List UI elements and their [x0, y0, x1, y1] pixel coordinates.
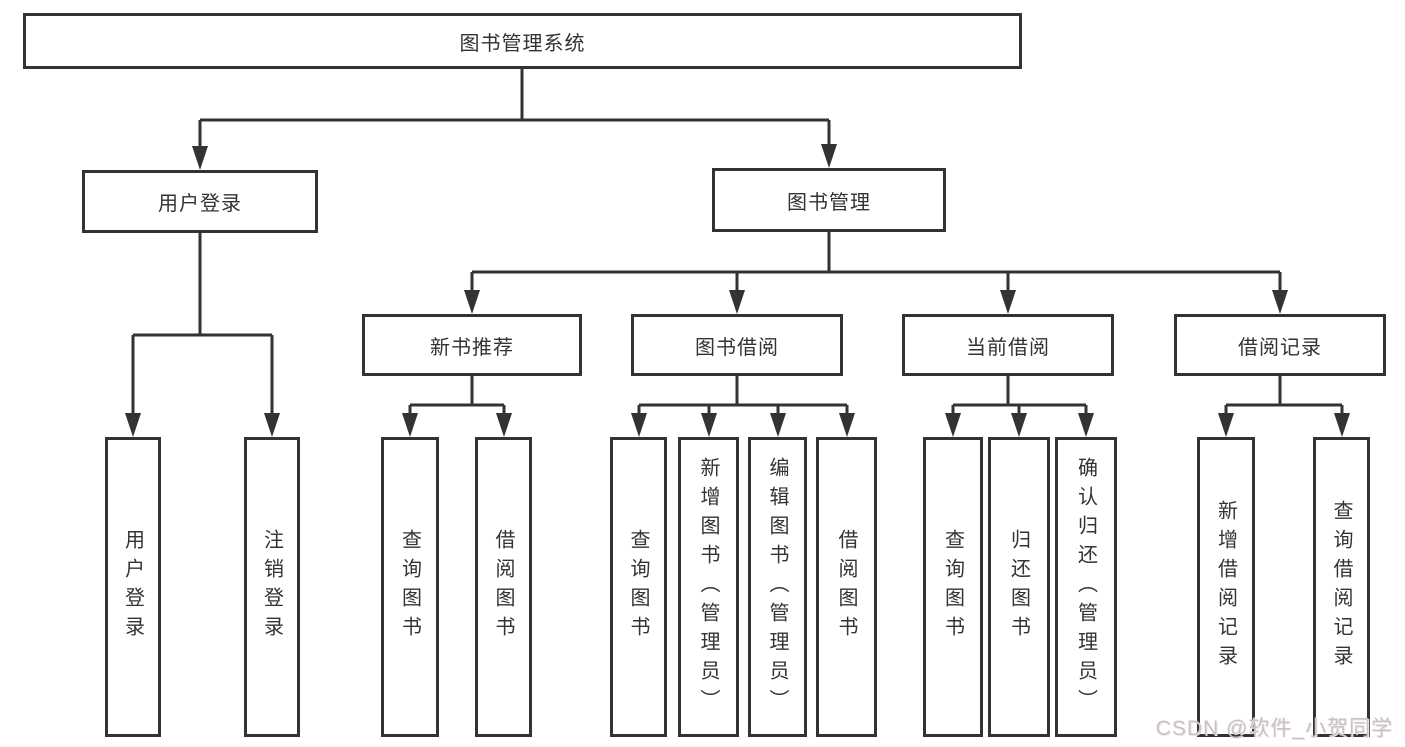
node-label: 确认归还（管理员） — [1074, 456, 1097, 718]
node-current-borrowing: 当前借阅 — [902, 314, 1114, 376]
node-label: 借阅图书 — [492, 529, 514, 645]
node-label: 新增借阅记录 — [1214, 500, 1237, 674]
leaf-add-borrow-record: 新增借阅记录 — [1197, 437, 1255, 737]
leaf-user-login: 用户登录 — [105, 437, 161, 737]
node-label: 用户登录 — [158, 193, 242, 215]
leaf-confirm-return-admin: 确认归还（管理员） — [1055, 437, 1117, 737]
csdn-watermark: CSDN @软件_小贺同学 — [1155, 717, 1393, 740]
node-label: 借阅记录 — [1238, 336, 1322, 359]
node-label: 归还图书 — [1007, 529, 1030, 645]
node-label: 查询图书 — [941, 529, 964, 645]
node-label: 图书借阅 — [695, 336, 779, 359]
node-label: 编辑图书（管理员） — [766, 456, 788, 718]
node-user-login: 用户登录 — [82, 170, 318, 233]
node-library-management-system: 图书管理系统 — [23, 13, 1022, 69]
node-label: 查询图书 — [627, 529, 649, 645]
leaf-add-book-admin: 新增图书（管理员） — [678, 437, 739, 737]
node-book-management: 图书管理 — [712, 168, 946, 232]
node-label: 查询借阅记录 — [1330, 500, 1352, 674]
leaf-query-borrow-record: 查询借阅记录 — [1313, 437, 1370, 737]
node-label: 图书管理 — [787, 191, 871, 214]
node-label: 借阅图书 — [835, 529, 857, 645]
node-label: 注销登录 — [260, 529, 283, 645]
leaf-query-books-current: 查询图书 — [923, 437, 983, 737]
node-label: 图书管理系统 — [459, 32, 586, 55]
node-borrowing-records: 借阅记录 — [1174, 314, 1386, 376]
leaf-return-books: 归还图书 — [988, 437, 1050, 737]
leaf-borrow-books-recommend: 借阅图书 — [475, 437, 532, 737]
leaf-edit-book-admin: 编辑图书（管理员） — [748, 437, 807, 737]
node-new-book-recommendation: 新书推荐 — [362, 314, 582, 376]
node-label: 新增图书（管理员） — [697, 456, 719, 718]
node-book-borrowing: 图书借阅 — [631, 314, 843, 376]
leaf-logout: 注销登录 — [244, 437, 300, 737]
node-label: 新书推荐 — [430, 336, 514, 359]
node-label: 用户登录 — [121, 529, 144, 645]
leaf-query-books-borrowing: 查询图书 — [610, 437, 667, 737]
leaf-query-books-recommend: 查询图书 — [381, 437, 439, 737]
node-label: 查询图书 — [398, 529, 421, 645]
node-label: 当前借阅 — [966, 336, 1050, 359]
leaf-borrow-books-borrowing: 借阅图书 — [816, 437, 877, 737]
